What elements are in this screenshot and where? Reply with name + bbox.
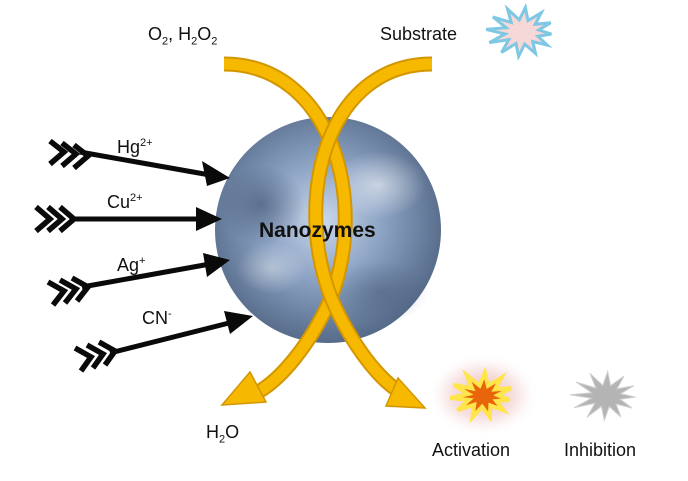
activation-label: Activation	[432, 440, 511, 460]
inhibition-star-icon	[569, 369, 636, 423]
inhibition-label: Inhibition	[564, 440, 637, 460]
ion-arrow-cn	[73, 311, 253, 373]
substrate-to-product-arrow	[308, 56, 433, 409]
oxidant-to-water-arrow	[220, 56, 353, 406]
nanozyme-sphere	[215, 117, 441, 343]
water-label: H2O	[206, 422, 240, 446]
ion-label-cu: Cu2+	[107, 192, 143, 212]
oxidants-label: O2, H2O2	[148, 24, 218, 48]
ion-label-hg: Hg2+	[117, 137, 153, 157]
ion-label-cn: CN-	[142, 308, 172, 328]
ion-arrow-cu	[34, 204, 222, 234]
substrate-label: Substrate	[380, 24, 458, 44]
nanozymes-label: Nanozymes	[259, 219, 376, 242]
reaction-arrows	[220, 56, 433, 409]
activation-star-icon	[449, 366, 513, 424]
ion-arrows	[34, 138, 253, 373]
ion-arrow-ag	[46, 253, 230, 307]
feathered-arrow-icon	[48, 138, 69, 167]
ion-label-ag: Ag+	[117, 255, 146, 275]
activation-icon-group	[428, 355, 538, 435]
ion-arrow-hg	[48, 138, 230, 186]
curved-arrow-icon	[223, 58, 351, 397]
substrate-star-icon	[485, 2, 553, 62]
